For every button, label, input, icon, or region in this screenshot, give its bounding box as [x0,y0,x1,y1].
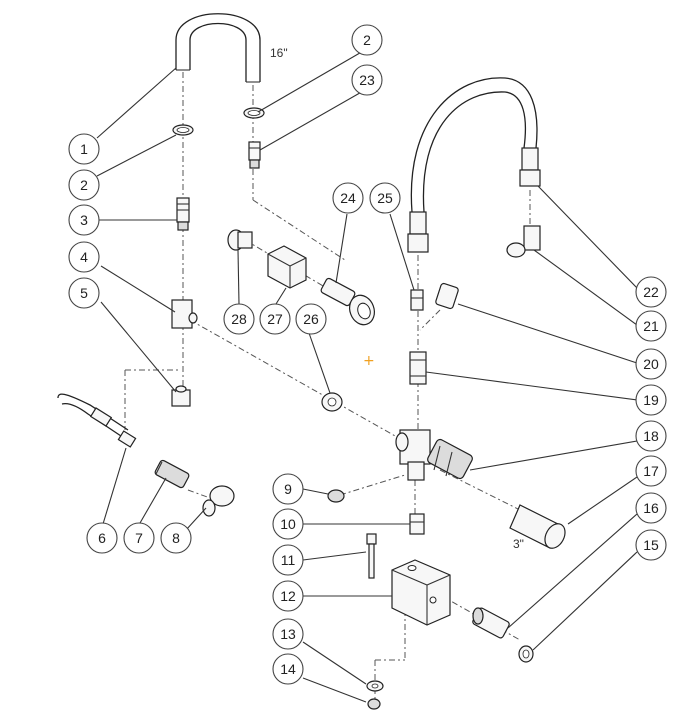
svg-text:22: 22 [643,284,659,300]
callout-17: 17 [635,455,667,487]
callout-21: 21 [635,310,667,342]
tee-fitting-4 [171,299,198,329]
svg-text:12: 12 [280,588,296,604]
svg-text:1: 1 [80,141,88,157]
svg-text:4: 4 [80,249,88,265]
svg-text:2: 2 [80,177,88,193]
hose-length-label: 16" [270,46,288,60]
svg-text:8: 8 [172,530,180,546]
coupler-7 [154,459,190,489]
right-braided-hose [407,77,541,253]
callout-16: 16 [635,492,667,524]
svg-text:17: 17 [643,463,659,479]
svg-text:26: 26 [303,311,319,327]
hose-nut-left [407,233,429,253]
svg-text:14: 14 [280,661,296,677]
bushing-26 [321,392,343,412]
svg-text:3: 3 [80,212,88,228]
callout-1: 1 [68,133,100,165]
svg-text:20: 20 [643,356,659,372]
callout-22: 22 [635,276,667,308]
hose-fitting-24 [320,277,375,326]
barb-fitting-23 [248,141,261,169]
svg-text:6: 6 [98,530,106,546]
callout-24: 24 [332,182,364,214]
o-ring-15 [518,645,534,663]
svg-text:18: 18 [643,428,659,444]
callout-5: 5 [68,277,100,309]
svg-text:19: 19 [643,392,659,408]
valve-body-27 [267,245,307,289]
bolt-11 [366,533,377,579]
callout-18: 18 [635,420,667,452]
hose-clamp-right [243,107,265,119]
callout-3: 3 [68,204,100,236]
callout-23: 23 [351,64,383,96]
cap-plug-20 [435,282,459,310]
svg-text:5: 5 [80,285,88,301]
callout-26: 26 [295,303,327,335]
hose-clamp-left [172,124,194,136]
svg-text:11: 11 [281,552,296,568]
callout-7: 7 [123,522,155,554]
callout-14: 14 [272,653,304,685]
callout-11: 11 [272,544,304,576]
callout-13: 13 [272,618,304,650]
svg-text:7: 7 [135,530,143,546]
callout-8: 8 [160,522,192,554]
fitting-19 [409,351,427,385]
callout-19: 19 [635,384,667,416]
callout-27: 27 [259,303,291,335]
callout-9: 9 [272,473,304,505]
svg-text:13: 13 [280,626,296,642]
svg-text:23: 23 [359,72,375,88]
svg-text:27: 27 [267,311,283,327]
callout-28: 28 [223,303,255,335]
left-loop-hose [175,13,261,83]
quick-coupler-16 [472,607,510,639]
callout-2-top: 2 [351,24,383,56]
callout-15: 15 [635,529,667,561]
probe-tube-6 [57,393,137,448]
leader-lines [96,49,638,703]
svg-text:9: 9 [284,481,292,497]
crosshair-cursor-icon: + [363,353,375,369]
elbow-fitting-8 [202,485,235,517]
barb-fitting-3 [176,197,190,231]
nipple-10 [409,513,425,535]
callout-6: 6 [86,522,118,554]
svg-text:16: 16 [643,500,659,516]
callout-20: 20 [635,348,667,380]
hose-end-fitting-left [409,211,427,235]
nut-14 [367,698,381,710]
callout-2-left: 2 [68,169,100,201]
callout-4: 4 [68,241,100,273]
svg-text:10: 10 [280,516,296,532]
hose-end-fitting-right [521,147,539,171]
fitting-28 [227,229,253,251]
washer-13 [366,680,384,692]
svg-text:21: 21 [643,318,659,334]
svg-text:28: 28 [231,311,247,327]
hose-nut-right [519,169,541,187]
svg-text:2: 2 [363,32,371,48]
svg-text:15: 15 [643,537,659,553]
nipple-25 [410,289,424,311]
assembly-centerlines [124,72,541,700]
callout-25: 25 [369,182,401,214]
cap-9 [327,489,345,503]
callout-12: 12 [272,580,304,612]
callout-10: 10 [272,508,304,540]
sleeve-17 [509,504,566,549]
svg-text:24: 24 [340,190,356,206]
sleeve-length-label: 3" [513,537,524,551]
valve-body-18 [395,429,473,481]
elbow-fitting-21 [506,225,541,258]
manifold-block-12 [391,559,451,626]
svg-text:25: 25 [377,190,393,206]
elbow-fitting-5 [171,385,191,407]
